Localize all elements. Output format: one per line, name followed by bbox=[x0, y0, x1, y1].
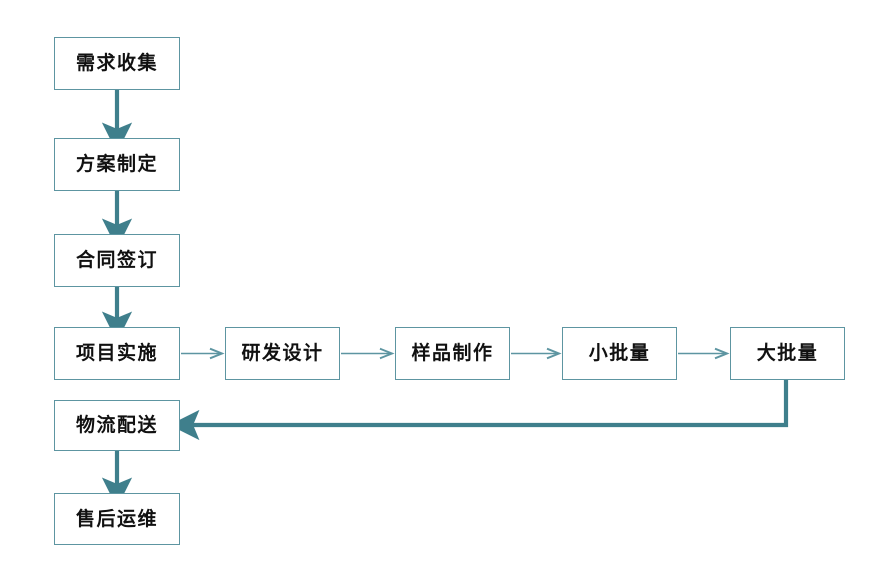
node-label: 方案制定 bbox=[75, 154, 158, 175]
node-requirement[interactable]: 需求收集 bbox=[54, 37, 180, 90]
node-label: 物流配送 bbox=[75, 415, 158, 436]
node-label: 研发设计 bbox=[241, 343, 324, 364]
node-small-batch[interactable]: 小批量 bbox=[562, 327, 677, 380]
edge-large-batch-to-logistics bbox=[169, 380, 789, 441]
node-label: 小批量 bbox=[588, 343, 651, 364]
node-planning[interactable]: 方案制定 bbox=[54, 138, 180, 191]
node-label: 大批量 bbox=[756, 343, 819, 364]
node-logistics[interactable]: 物流配送 bbox=[54, 400, 180, 451]
node-label: 项目实施 bbox=[75, 343, 158, 364]
node-rnd-design[interactable]: 研发设计 bbox=[225, 327, 340, 380]
node-label: 样品制作 bbox=[411, 343, 494, 364]
node-label: 合同签订 bbox=[75, 250, 158, 271]
node-contract[interactable]: 合同签订 bbox=[54, 234, 180, 287]
node-large-batch[interactable]: 大批量 bbox=[730, 327, 845, 380]
node-label: 售后运维 bbox=[75, 508, 158, 530]
node-sample-make[interactable]: 样品制作 bbox=[395, 327, 510, 380]
node-label: 需求收集 bbox=[75, 53, 158, 74]
node-execution[interactable]: 项目实施 bbox=[54, 327, 180, 380]
node-after-sales[interactable]: 售后运维 bbox=[54, 493, 180, 545]
